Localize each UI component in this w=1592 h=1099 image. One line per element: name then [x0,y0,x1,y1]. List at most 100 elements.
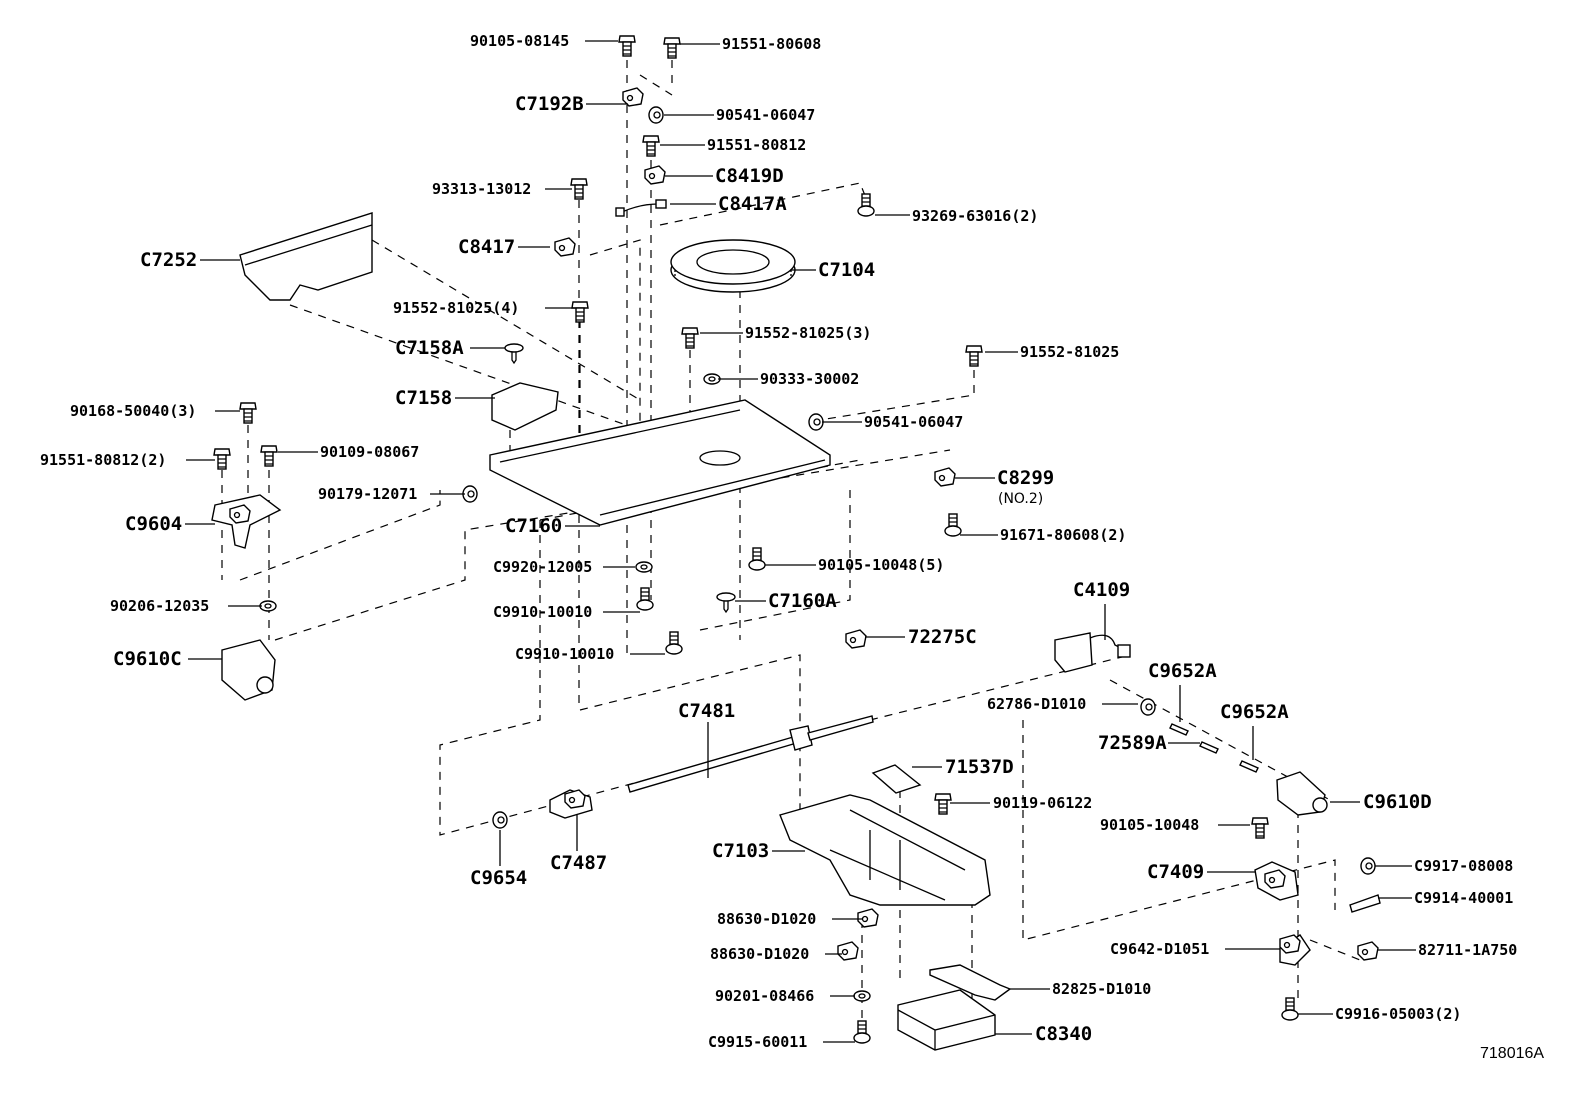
bolt-part [213,448,231,470]
nut-part [1360,857,1376,875]
part-number-label[interactable]: 91551-80608 [722,35,821,53]
part-number-label[interactable]: 91671-80608(2) [1000,526,1126,544]
part-number-label[interactable]: C9915-60011 [708,1033,807,1051]
bracket-part [1264,869,1286,889]
bolt-part [944,513,962,537]
bolt-part [665,631,683,655]
clip-part [934,467,956,487]
connector-part [644,165,666,185]
part-number-label[interactable]: C9610D [1363,791,1432,813]
bushing-part [1140,698,1156,716]
bolt-part [857,193,875,217]
part-number-label[interactable]: C9914-40001 [1414,889,1513,907]
part-number-label[interactable]: C8417 [458,236,515,258]
part-number-label[interactable]: 90541-06047 [864,413,963,431]
part-number-label[interactable]: 93313-13012 [432,180,531,198]
pin-part [1239,760,1259,773]
part-number-label[interactable]: C9910-10010 [515,645,614,663]
bolt-part [642,135,660,157]
part-number-label[interactable]: 90201-08466 [715,987,814,1005]
washer-part [635,561,653,573]
part-shapes [211,212,1381,1051]
part-number-label[interactable]: C9652A [1148,660,1217,682]
part-number-label[interactable]: C7158 [395,387,452,409]
clip-part [857,908,879,928]
part-number-label[interactable]: C7103 [712,840,769,862]
diagram-code: 718016A [1480,1045,1544,1062]
part-number-label[interactable]: 72275C [908,626,977,648]
part-number-label[interactable]: 91552-81025(3) [745,324,871,342]
part-number-label[interactable]: C9654 [470,867,527,889]
part-number-label[interactable]: C9652A [1220,701,1289,723]
part-number-label[interactable]: C8299 [997,467,1054,489]
part-number-label[interactable]: 71537D [945,756,1014,778]
washer-part [853,990,871,1002]
nut-part [492,811,508,829]
part-number-label[interactable]: 62786-D1010 [987,695,1086,713]
washer-part [259,600,277,612]
part-number-label[interactable]: 93269-63016(2) [912,207,1038,225]
part-number-label[interactable]: 90206-12035 [110,597,209,615]
part-number-label[interactable]: C7252 [140,249,197,271]
part-number-label[interactable]: 82825-D1010 [1052,980,1151,998]
screw-shaft-part [627,734,801,793]
label-sheet-part [871,764,922,794]
part-number-label[interactable]: 90333-30002 [760,370,859,388]
part-number-label[interactable]: C7158A [395,337,464,359]
bolt-part [260,445,278,467]
part-number-label[interactable]: 88630-D1020 [710,945,809,963]
part-number-label[interactable]: 90179-12071 [318,485,417,503]
cover-part [491,382,559,431]
part-number-label[interactable]: 90119-06122 [993,794,1092,812]
bolt-part [965,345,983,367]
part-number-label[interactable]: 91552-81025(4) [393,299,519,317]
part-number-label[interactable]: C7409 [1147,861,1204,883]
bolt-part [618,35,636,57]
sensor-part [1054,632,1093,673]
part-number-label[interactable]: C7160A [768,590,837,612]
part-number-label[interactable]: C9920-12005 [493,558,592,576]
part-number-label[interactable]: C8419D [715,165,784,187]
insulator-part [929,964,1012,1001]
part-number-label[interactable]: C9642-D1051 [1110,940,1209,958]
part-number-label[interactable]: 90105-08145 [470,32,569,50]
bolt-part [681,327,699,349]
part-number-label[interactable]: C7160 [505,515,562,537]
part-sublabels: (NO.2) [998,491,1043,507]
part-number-label[interactable]: C4109 [1073,579,1130,601]
part-number-label[interactable]: C8417A [718,193,787,215]
part-number-label[interactable]: 91552-81025 [1020,343,1119,361]
bracket-part [1279,934,1301,954]
part-number-label[interactable]: C7481 [678,700,735,722]
part-number-label[interactable]: 91551-80812(2) [40,451,166,469]
part-number-label[interactable]: 72589A [1098,732,1167,754]
clip-part [1357,941,1379,961]
part-number-label[interactable]: C9917-08008 [1414,857,1513,875]
bolt-part [663,37,681,59]
part-number-label[interactable]: 90168-50040(3) [70,402,196,420]
base-frame-part [779,794,991,906]
part-number-label[interactable]: 90541-06047 [716,106,815,124]
part-number-label[interactable]: 90105-10048(5) [818,556,944,574]
part-number-label[interactable]: C9916-05003(2) [1335,1005,1461,1023]
wire-part [615,199,667,217]
part-number-label[interactable]: C9604 [125,513,182,535]
part-number-label[interactable]: C7487 [550,852,607,874]
nut-part [462,485,478,503]
part-number-label[interactable]: 90105-10048 [1100,816,1199,834]
nut-part [648,106,664,124]
part-number-label[interactable]: C8340 [1035,1023,1092,1045]
bolt-part [934,793,952,815]
part-number-label[interactable]: C9610C [113,648,182,670]
part-number-label[interactable]: 88630-D1020 [717,910,816,928]
part-number-label[interactable]: C9910-10010 [493,603,592,621]
part-number-label[interactable]: C7192B [515,93,584,115]
part-number-label[interactable]: 90109-08067 [320,443,419,461]
clip-part [716,592,736,614]
small-parts [213,35,1379,1044]
part-number-label[interactable]: C7104 [818,259,875,281]
ecu-part [897,989,996,1051]
part-number-label[interactable]: 82711-1A750 [1418,941,1517,959]
part-number-label[interactable]: 91551-80812 [707,136,806,154]
